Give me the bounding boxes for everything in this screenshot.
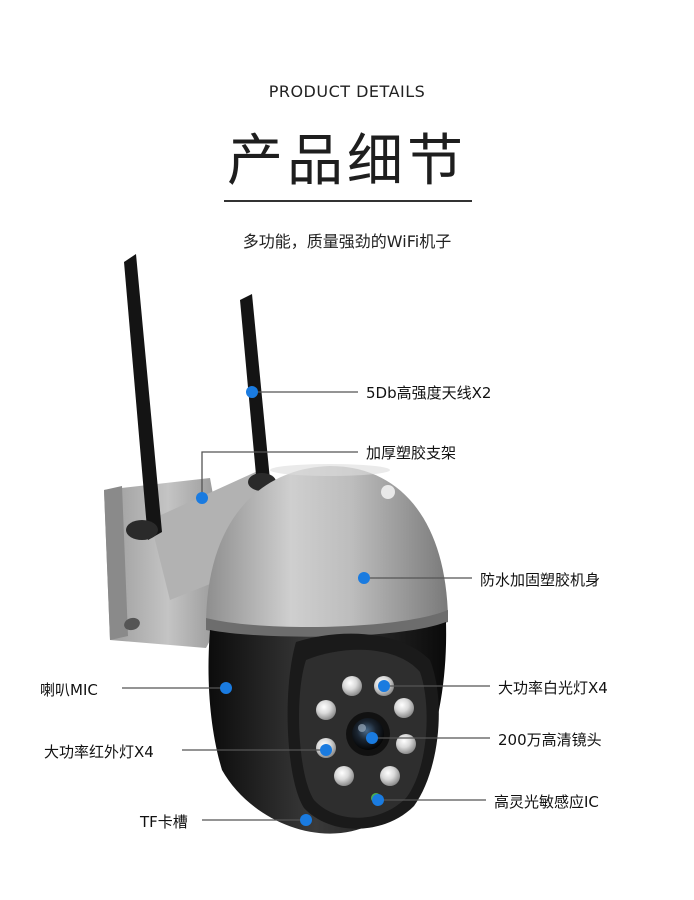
callout-body: 防水加固塑胶机身: [480, 571, 601, 589]
page-title: 产品细节: [227, 129, 467, 194]
callout-antenna: 5Db高强度天线X2: [366, 384, 492, 402]
tagline: 多功能，质量强劲的WiFi机子: [242, 232, 452, 251]
callout-lens: 200万高清镜头: [498, 731, 602, 749]
callout-tf-slot: TF卡槽: [140, 813, 188, 831]
callout-ir-led: 大功率红外灯X4: [44, 743, 154, 761]
callout-speaker-mic: 喇叭MIC: [40, 681, 98, 699]
callout-white-led: 大功率白光灯X4: [498, 679, 608, 697]
callout-bracket: 加厚塑胶支架: [366, 444, 457, 462]
callout-light-sensor: 高灵光敏感应IC: [494, 793, 599, 811]
leader-lines: [122, 391, 490, 821]
camera-lower-body: [208, 622, 447, 834]
camera-dome: [206, 464, 448, 638]
callout-dots: [196, 386, 390, 826]
title-divider: [224, 200, 472, 202]
subtitle-en: PRODUCT DETAILS: [268, 82, 426, 101]
antenna-left: [124, 254, 162, 540]
